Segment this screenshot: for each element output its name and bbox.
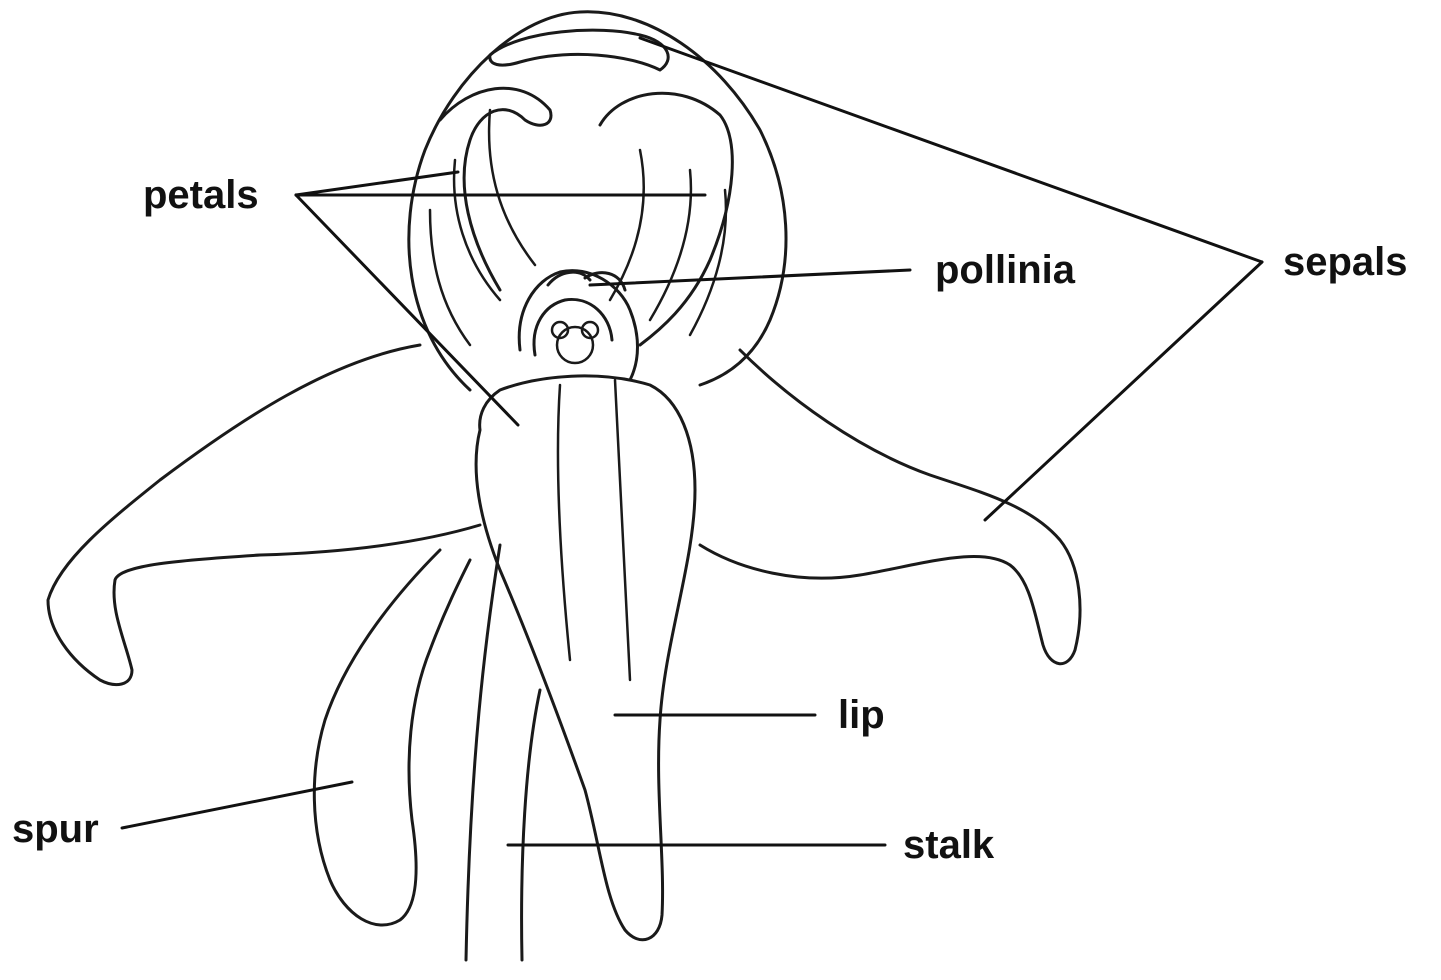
spur-shape bbox=[314, 550, 470, 925]
petals-shape bbox=[430, 88, 732, 345]
spur-label: spur bbox=[12, 807, 99, 851]
sepals-label: sepals bbox=[1283, 240, 1408, 284]
pollinia-label: pollinia bbox=[935, 248, 1076, 292]
lip-label: lip bbox=[838, 693, 885, 737]
leader-lines bbox=[122, 38, 1262, 845]
left-sepal bbox=[48, 345, 480, 685]
petals-leader-1 bbox=[296, 172, 458, 195]
petals-leader-3 bbox=[296, 195, 518, 425]
stalk-shape bbox=[466, 545, 540, 960]
sepals-leader-2 bbox=[985, 262, 1262, 520]
petals-label: petals bbox=[143, 173, 259, 217]
lip-shape bbox=[476, 376, 695, 940]
pollinia-leader bbox=[590, 270, 910, 285]
spur-leader bbox=[122, 782, 352, 828]
right-sepal bbox=[700, 350, 1080, 664]
pollinia-shape bbox=[519, 271, 637, 380]
stalk-label: stalk bbox=[903, 823, 995, 867]
